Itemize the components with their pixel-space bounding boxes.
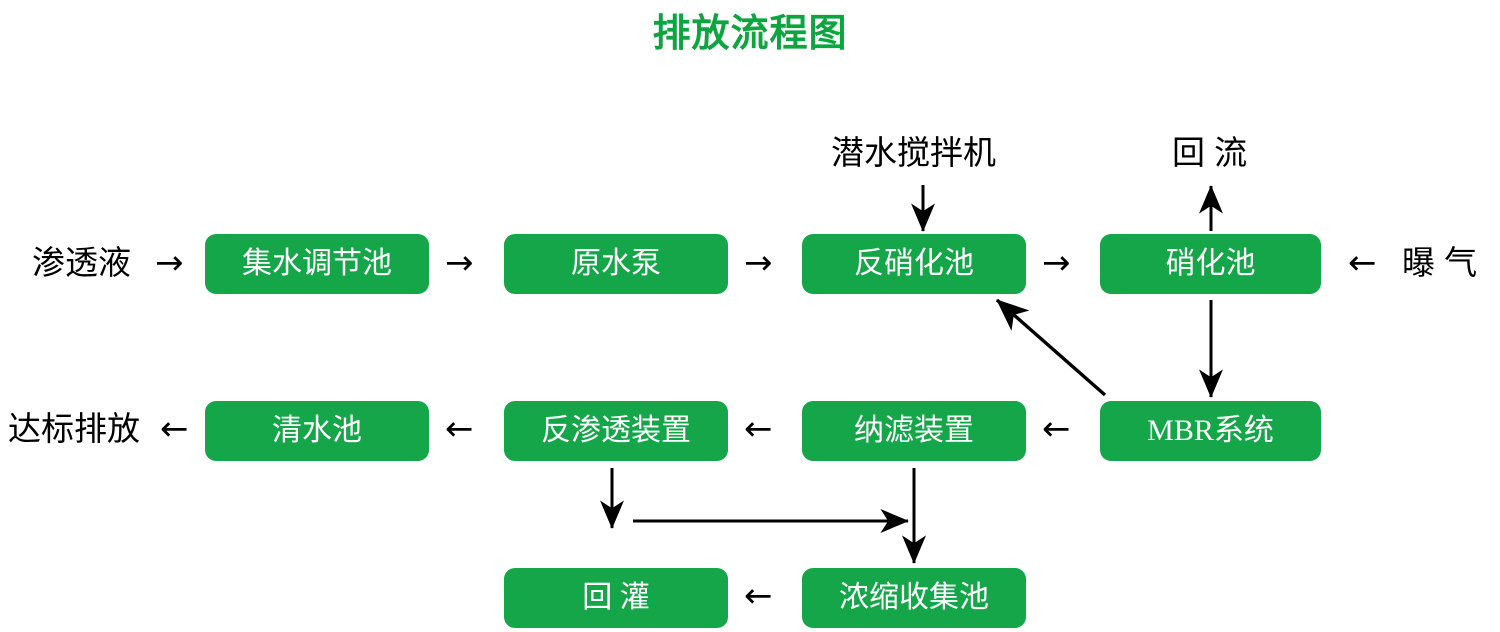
arrow-right-icon-1: → [445, 243, 474, 283]
node-reverse-osmosis[interactable]: 反渗透装置 [504, 401, 728, 461]
arrow-left-icon-4: ← [445, 409, 474, 449]
node-raw-water-pump[interactable]: 原水泵 [504, 234, 728, 294]
arrow-left-icon-6: ← [1042, 409, 1071, 449]
node-collection-tank[interactable]: 集水调节池 [205, 234, 429, 294]
label-permeate: 渗透液 [32, 244, 131, 281]
node-clear-water-tank[interactable]: 清水池 [205, 401, 429, 461]
arrow-left-icon-aeration: ← [1348, 243, 1377, 283]
node-concentrate-tank[interactable]: 浓缩收集池 [802, 568, 1026, 628]
node-nanofiltration[interactable]: 纳滤装置 [802, 401, 1026, 461]
node-nitrification-tank[interactable]: 硝化池 [1100, 234, 1321, 294]
arrow-right-icon-2: → [744, 243, 773, 283]
arrow-left-icon-7: ← [744, 576, 773, 616]
label-reflux: 回 流 [1172, 134, 1248, 171]
label-submersible-mixer: 潜水搅拌机 [831, 134, 996, 171]
arrow-right-icon-3: → [1042, 243, 1071, 283]
node-backfill[interactable]: 回 灌 [504, 568, 728, 628]
label-compliant-discharge: 达标排放 [8, 410, 140, 447]
label-aeration: 曝 气 [1402, 244, 1478, 281]
arrow-left-icon-discharge: ← [160, 409, 189, 449]
node-mbr-system[interactable]: MBR系统 [1100, 401, 1321, 461]
arrow-left-icon-5: ← [744, 409, 773, 449]
page-title: 排放流程图 [652, 13, 848, 55]
arrow-right-icon-permeate: → [155, 243, 184, 283]
connector-mbr-to-denitrification [995, 298, 1107, 397]
node-denitrification-tank[interactable]: 反硝化池 [802, 234, 1026, 294]
